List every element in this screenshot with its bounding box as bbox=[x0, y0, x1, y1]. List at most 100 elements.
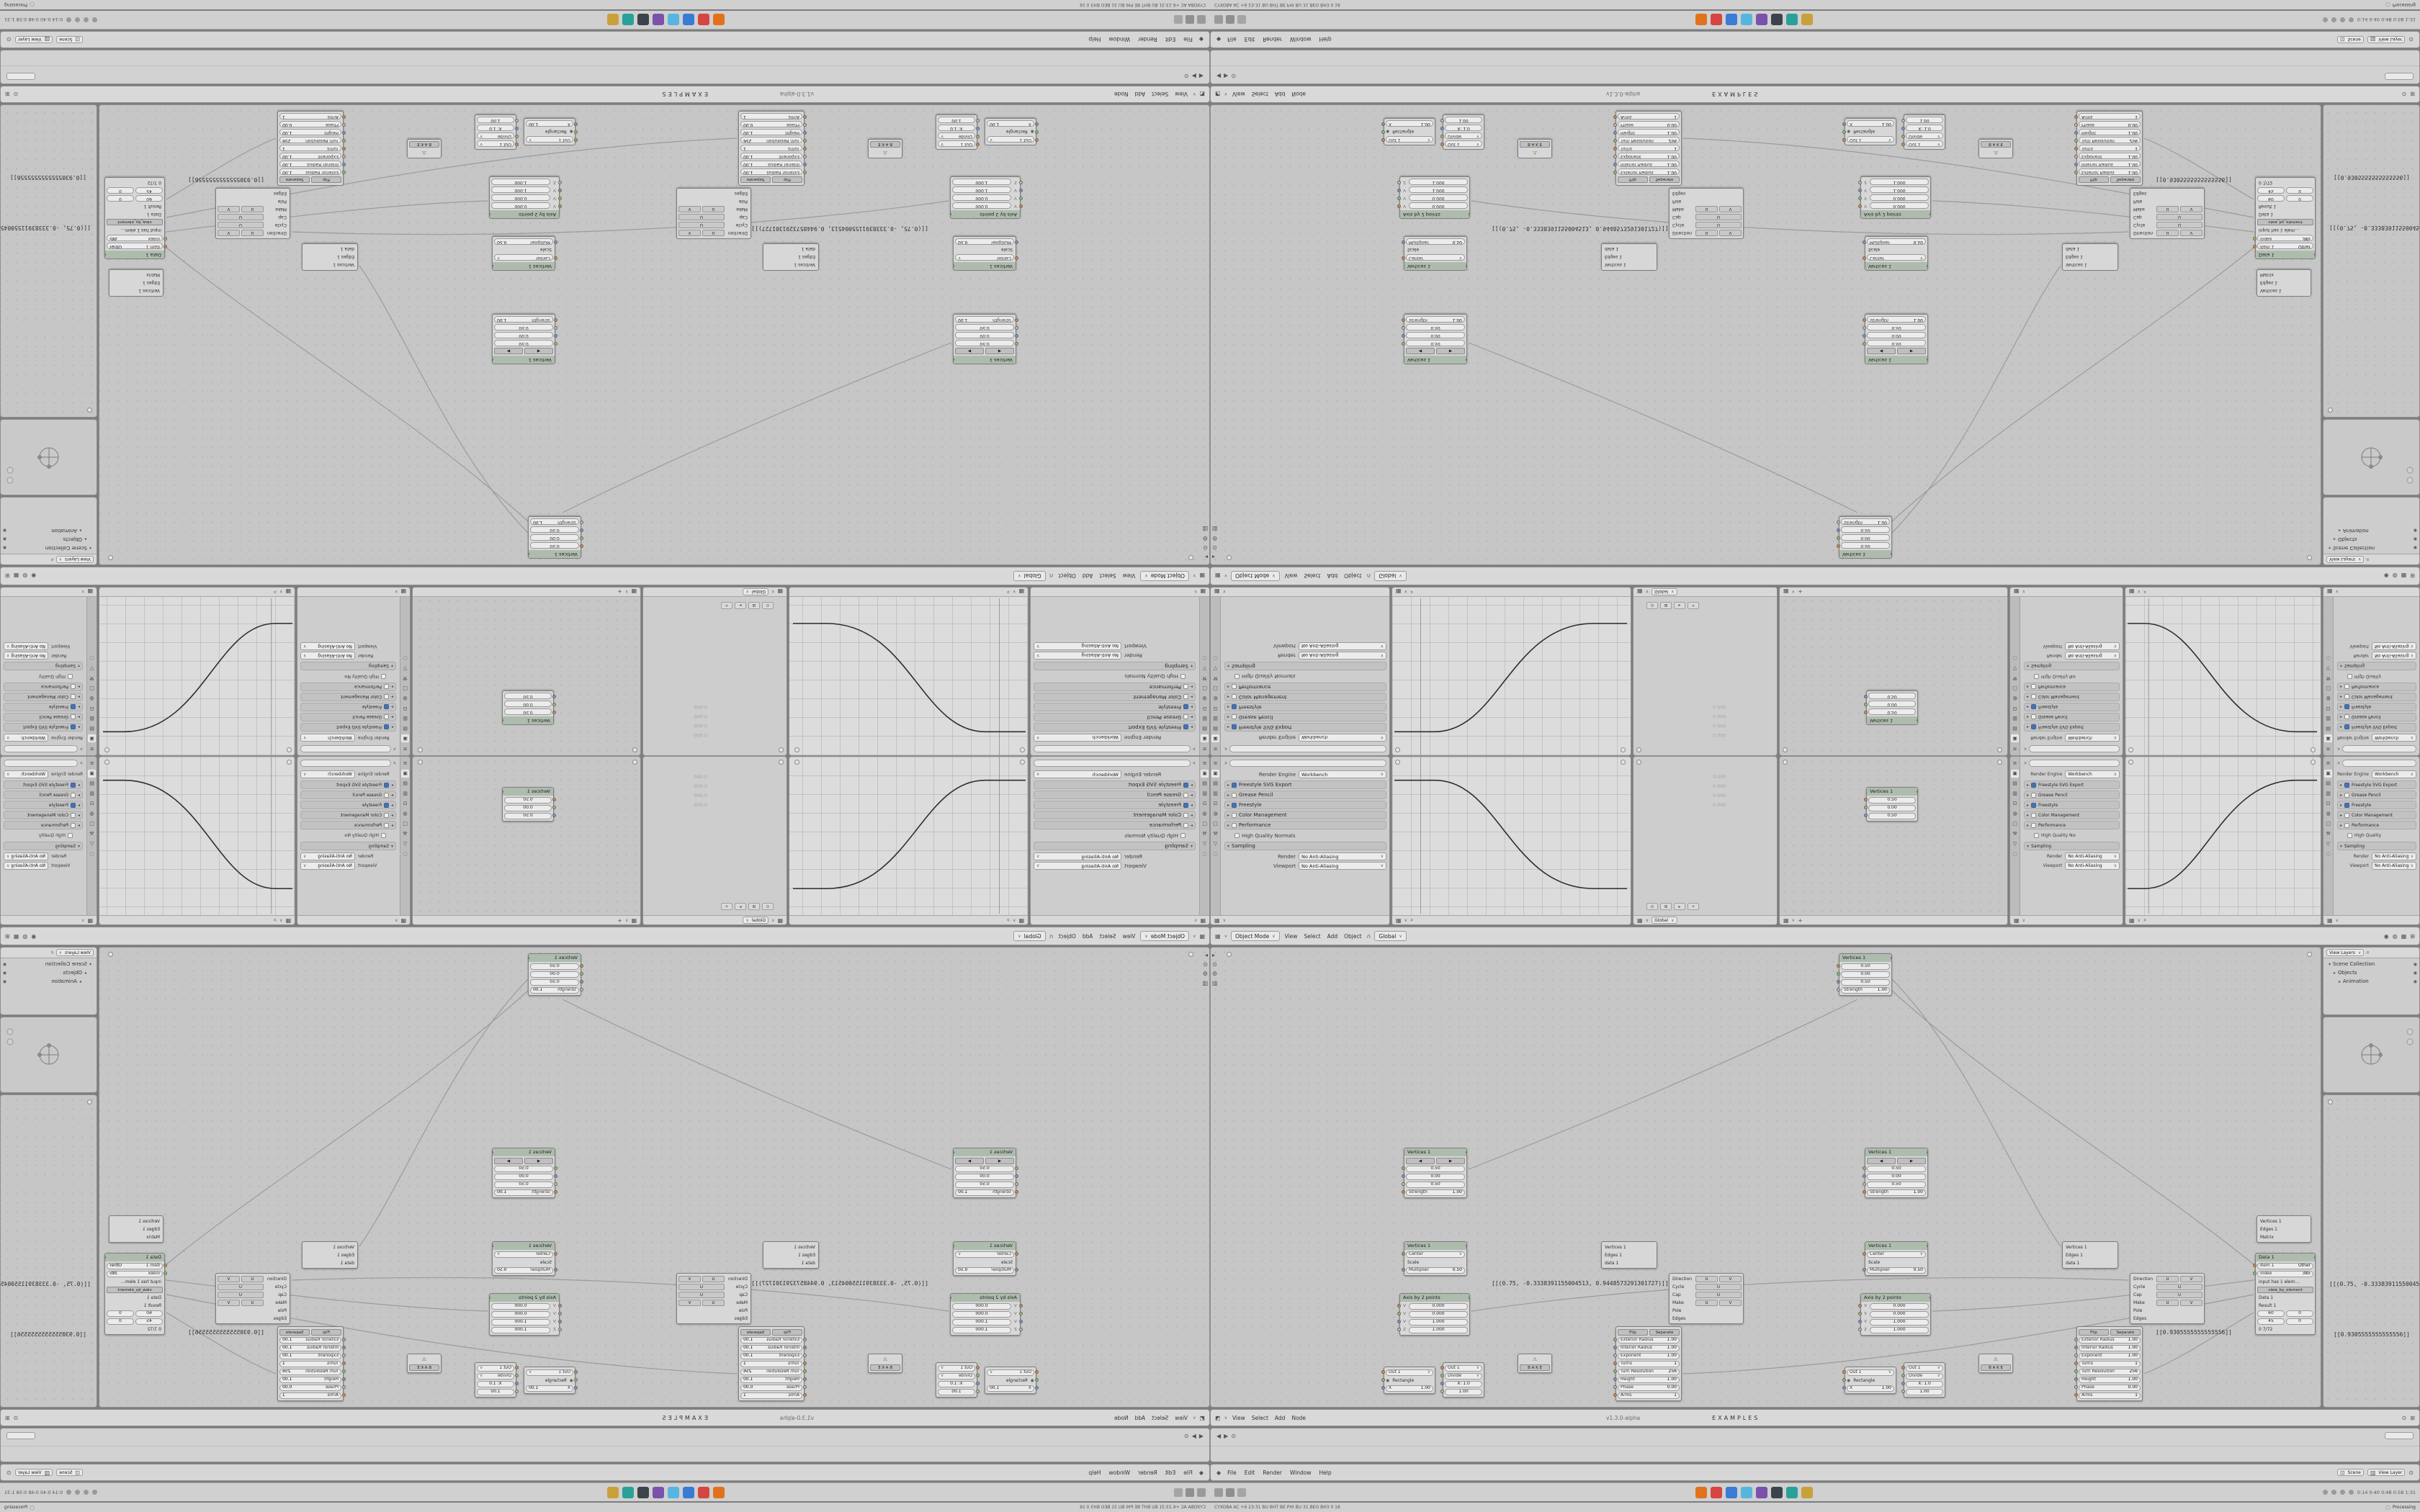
axis-gizmo-dot[interactable] bbox=[2369, 464, 2373, 469]
visibility-icon[interactable]: ◉ bbox=[3, 545, 7, 551]
viewport-3d[interactable] bbox=[0, 1017, 97, 1093]
node-header[interactable]: Axis by 2 points bbox=[1400, 210, 1469, 218]
view-layer-tab-icon[interactable]: ▥ bbox=[1202, 716, 1207, 721]
node-input-socket[interactable] bbox=[976, 1374, 980, 1377]
property-dropdown[interactable]: No Anti-Aliasing∨ bbox=[1034, 862, 1121, 870]
taskbar-app-icon[interactable] bbox=[1756, 14, 1767, 26]
segment-option[interactable]: V bbox=[678, 230, 701, 237]
visibility-icon[interactable]: ◉ bbox=[2413, 978, 2417, 984]
graph-editor-2[interactable]: ▦∨⌕ bbox=[2125, 587, 2321, 756]
chevron-down-icon[interactable]: ∨ bbox=[771, 917, 775, 923]
header-toggle-icon[interactable]: ⊙ bbox=[13, 1414, 19, 1421]
node-value-field[interactable]: 1.000 bbox=[1870, 1326, 1929, 1333]
tool-icon[interactable]: ⊙ bbox=[1203, 961, 1208, 968]
object-tab-icon[interactable]: □ bbox=[1202, 821, 1207, 827]
node-value-field[interactable]: 0.00 bbox=[1867, 1173, 1926, 1180]
ease-curve[interactable] bbox=[793, 779, 1026, 889]
node-button[interactable]: ▶ bbox=[1436, 1157, 1465, 1164]
node-header[interactable]: Vertices 1 bbox=[493, 262, 555, 270]
chevron-down-icon[interactable]: ∨ bbox=[771, 589, 775, 595]
node-value-field[interactable]: 1.000 bbox=[1870, 1318, 1929, 1326]
node-input-socket[interactable] bbox=[1402, 256, 1405, 260]
node-input-socket[interactable] bbox=[1863, 256, 1866, 260]
node-input-socket[interactable] bbox=[1613, 1346, 1617, 1349]
data-tab-icon[interactable]: ▽ bbox=[2012, 841, 2017, 847]
editor-type-icon[interactable]: ▦ bbox=[1215, 572, 1221, 580]
taskbar-launcher-icon[interactable] bbox=[1214, 15, 1223, 24]
chevron-down-icon[interactable]: ∨ bbox=[1194, 589, 1198, 595]
display-mode-dropdown[interactable]: View Layers∨ bbox=[2326, 949, 2365, 956]
menu-item[interactable]: File bbox=[1227, 36, 1237, 43]
options-icon[interactable]: ⊙ bbox=[2408, 36, 2414, 43]
menu-item[interactable]: View bbox=[1284, 572, 1298, 580]
node-input-socket[interactable] bbox=[554, 326, 557, 330]
panel-checkbox[interactable] bbox=[383, 782, 389, 788]
node-dropdown[interactable]: Out 1∨ bbox=[477, 1364, 514, 1372]
curve-canvas[interactable] bbox=[2125, 598, 2319, 755]
node-input-socket[interactable] bbox=[554, 1252, 557, 1256]
viewport-3d[interactable] bbox=[0, 419, 97, 495]
header-toggle-icon[interactable]: ⊞ bbox=[2410, 91, 2415, 98]
axis-gizmo-dot[interactable] bbox=[47, 464, 51, 469]
pivot-dropdown[interactable]: Global∨ bbox=[1374, 571, 1407, 581]
area-corner-button[interactable] bbox=[87, 408, 92, 413]
node-dropdown[interactable]: Out 1∨ bbox=[1386, 1369, 1433, 1376]
node-input-socket[interactable] bbox=[976, 135, 980, 138]
chevron-down-icon[interactable]: ∨ bbox=[625, 589, 629, 595]
viewport-canvas[interactable] bbox=[1, 420, 97, 495]
node-input-socket[interactable] bbox=[1901, 127, 1905, 130]
node-value-field[interactable]: 0.00 bbox=[530, 971, 579, 978]
node-input-socket[interactable] bbox=[976, 143, 980, 146]
panel-checkbox[interactable] bbox=[1232, 704, 1237, 710]
visibility-icon[interactable]: ◉ bbox=[3, 961, 7, 967]
panel-header[interactable]: ▸Freestyle SVG Export bbox=[1224, 780, 1386, 789]
layers-icon[interactable]: ▥ bbox=[1202, 526, 1208, 532]
area-corner-button[interactable] bbox=[632, 760, 637, 765]
panel-header[interactable]: ▸Color Management bbox=[1034, 693, 1196, 701]
play-icon[interactable]: ▶ bbox=[1191, 73, 1196, 79]
node-dropdown[interactable]: Center∨ bbox=[955, 254, 1014, 261]
node-value-field[interactable]: 0 bbox=[107, 187, 134, 194]
node-header[interactable]: Vertices 1 bbox=[493, 356, 555, 364]
object-tab-icon[interactable]: □ bbox=[2326, 685, 2331, 691]
options-icon[interactable]: ⊙ bbox=[1231, 1433, 1237, 1439]
node-value-field[interactable]: 0.50 bbox=[530, 978, 579, 986]
segment-option[interactable]: U bbox=[1695, 222, 1742, 229]
taskbar-app-icon[interactable] bbox=[622, 14, 634, 26]
header-toggle-icon[interactable]: ▦ bbox=[2401, 932, 2407, 940]
chevron-down-icon[interactable]: ∨ bbox=[1194, 917, 1198, 923]
chevron-down-icon[interactable]: ∨ bbox=[2137, 589, 2141, 595]
panel-header[interactable]: ▾Sampling bbox=[1034, 842, 1196, 850]
node-input-socket[interactable] bbox=[1019, 1320, 1023, 1323]
object-tab-icon[interactable]: □ bbox=[2012, 821, 2017, 827]
output-tab-icon[interactable]: ▤ bbox=[403, 780, 408, 786]
segment-option[interactable]: U bbox=[2156, 1275, 2179, 1282]
modifier-tab-icon[interactable]: ⚒ bbox=[2326, 831, 2331, 837]
property-dropdown[interactable]: No Anti-Aliasing∨ bbox=[2372, 852, 2416, 860]
node-button[interactable]: Separate bbox=[740, 176, 771, 184]
visibility-icon[interactable]: ◉ bbox=[3, 536, 7, 542]
node-dropdown[interactable]: Out 1∨ bbox=[477, 140, 514, 148]
node-input-socket[interactable] bbox=[1858, 1320, 1862, 1323]
property-dropdown[interactable]: No Anti-Aliasing∨ bbox=[1299, 652, 1386, 660]
tray-icon[interactable] bbox=[2331, 1490, 2336, 1495]
node-button[interactable]: ◀ bbox=[1867, 348, 1896, 355]
panel-header[interactable]: ▸Performance bbox=[1224, 821, 1386, 829]
node[interactable]: ⚠B A K E bbox=[1978, 1354, 2013, 1373]
properties-search-input[interactable] bbox=[1034, 745, 1191, 752]
output-tab-icon[interactable]: ▤ bbox=[2012, 726, 2017, 732]
node-input-socket[interactable] bbox=[1864, 703, 1868, 706]
